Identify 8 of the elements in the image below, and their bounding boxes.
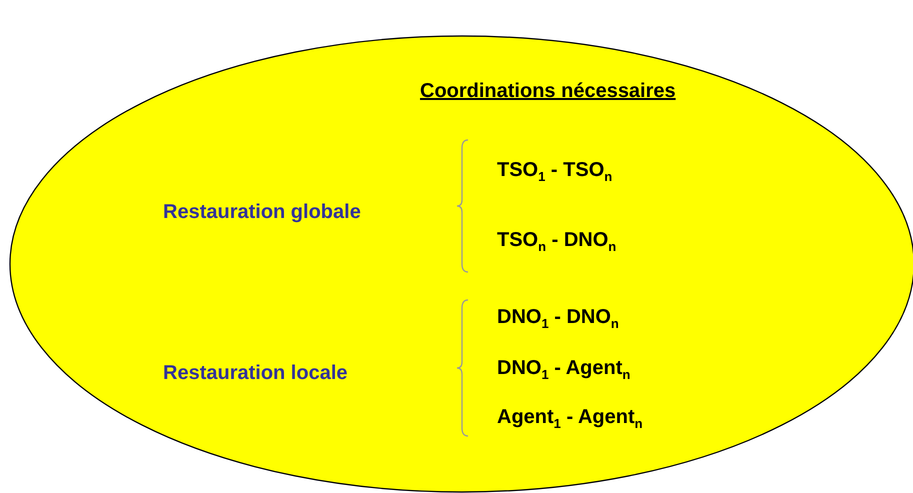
section-heading: Coordinations nécessaires: [420, 79, 676, 103]
coordination-pair: TSO$_{n}$ - DNO$_{n}$: [497, 228, 616, 252]
group-label: Restauration locale: [163, 361, 348, 385]
coordination-pair: TSO$_{1}$ - TSO$_{n}$: [497, 158, 612, 182]
group-label: Restauration globale: [163, 200, 361, 224]
coordination-pair: DNO$_{1}$ - DNO$_{n}$: [497, 305, 619, 329]
coordination-pair: Agent$_{1}$ - Agent$_{n}$: [497, 405, 643, 429]
coordination-pair: DNO$_{1}$ - Agent$_{n}$: [497, 356, 630, 380]
